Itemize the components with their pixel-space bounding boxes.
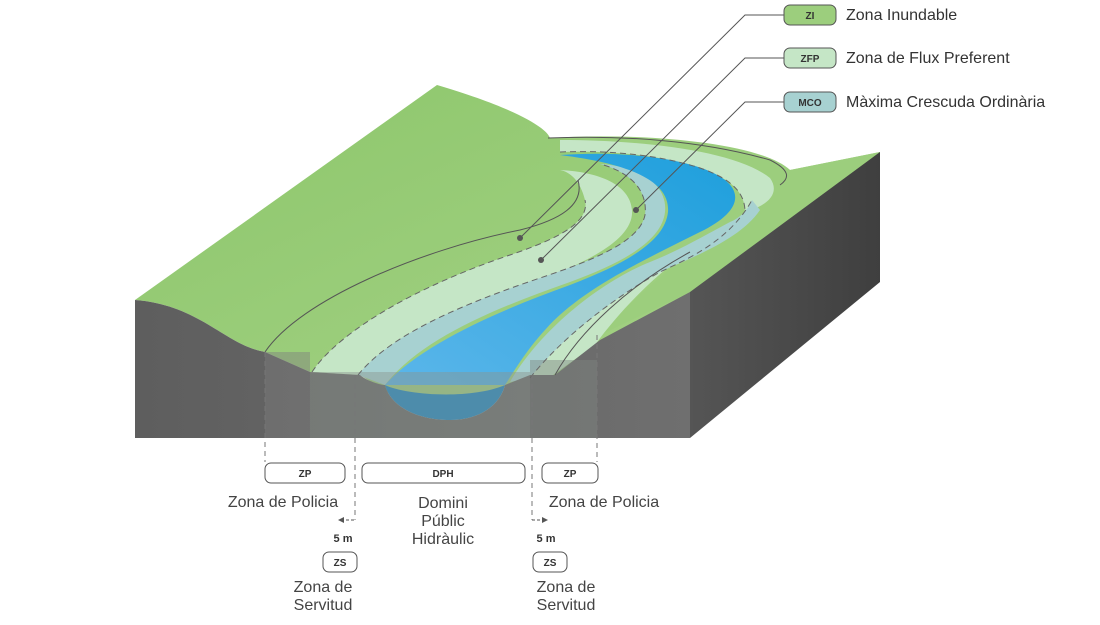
zp-left-label: Zona de Policia [228, 494, 338, 511]
zs-right-label-line-1: Zona de [537, 579, 596, 596]
legend-zi: ZI Zona Inundable [783, 4, 957, 26]
terrain-outlines [264, 136, 788, 376]
zs-left-distance: 5 m [334, 533, 353, 545]
river-water-front [385, 385, 505, 420]
right-zfp-band [560, 140, 774, 212]
dph-label-line-2: Públic [421, 513, 465, 530]
zs-left-badge: ZS [322, 551, 358, 573]
leader-dots [517, 207, 639, 263]
legend-zfp-label: Zona de Flux Preferent [846, 50, 1010, 67]
leader-lines [519, 14, 784, 261]
zs-right-code: ZS [544, 558, 557, 569]
legend-mco-code: MCO [798, 98, 822, 109]
zone-boundaries [311, 151, 753, 379]
right-bank-zfp-lower [530, 251, 690, 375]
zs-left-arrow [338, 517, 355, 523]
dph-label-line-3: Hidràulic [412, 531, 474, 548]
left-zfp-band [312, 170, 633, 375]
left-mco-band [358, 164, 666, 385]
terrain-side-face [690, 152, 880, 438]
front-dph-column [310, 372, 530, 438]
zs-right-label-line-2: Servitud [537, 597, 596, 614]
zp-right-badge: ZP [541, 462, 599, 484]
legend-zfp-code: ZFP [801, 54, 820, 65]
legend-zi-label: Zona Inundable [846, 7, 957, 24]
legend-mco-label: Màxima Crescuda Ordinària [846, 94, 1045, 111]
river-water [385, 153, 736, 385]
zp-right-label: Zona de Policia [549, 494, 659, 511]
zs-right-distance: 5 m [537, 533, 556, 545]
legend-zi-code: ZI [806, 11, 815, 22]
front-guide-lines [264, 335, 598, 520]
zp-left-badge: ZP [264, 462, 346, 484]
dph-badge: DPH [361, 462, 526, 484]
zs-left-code: ZS [334, 558, 347, 569]
terrain-front-face [135, 292, 690, 438]
zs-left-label-line-2: Servitud [294, 597, 353, 614]
right-mco-band [510, 200, 760, 382]
legend-mco: MCO Màxima Crescuda Ordinària [783, 91, 1045, 113]
zp-left-code: ZP [299, 469, 312, 480]
front-zp-right-column [530, 360, 597, 438]
dph-code: DPH [432, 469, 453, 480]
dph-label-line-1: Domini [418, 495, 468, 512]
zs-right-badge: ZS [532, 551, 568, 573]
zp-right-code: ZP [564, 469, 577, 480]
zs-right-arrow [532, 517, 548, 523]
legend-zfp: ZFP Zona de Flux Preferent [783, 47, 1010, 69]
front-zp-left-column [265, 352, 310, 438]
zs-left-label-line-1: Zona de [294, 579, 353, 596]
